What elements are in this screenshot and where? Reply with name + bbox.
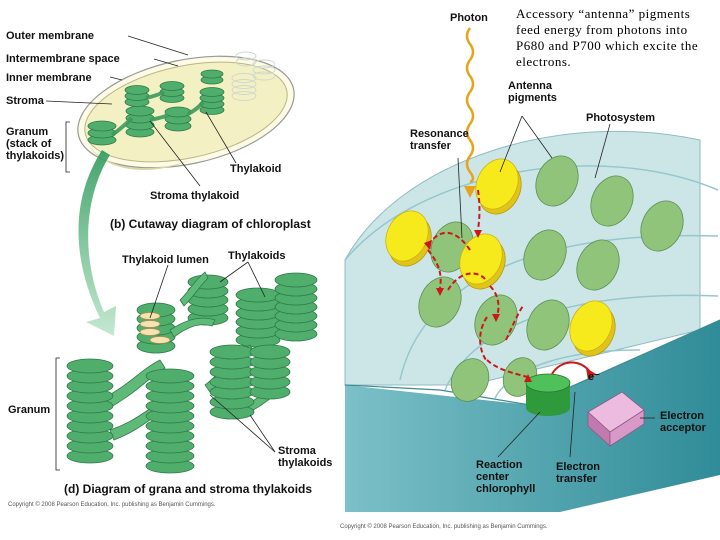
label-reaction-center-chlorophyll: Reaction center chlorophyll bbox=[476, 459, 536, 495]
caption-b-text: Cutaway diagram of chloroplast bbox=[128, 217, 311, 231]
label-resonance-transfer: Resonance transfer bbox=[410, 128, 469, 152]
caption-b-letter: (b) bbox=[110, 217, 126, 231]
label-outer-membrane: Outer membrane bbox=[6, 30, 95, 42]
reaction-center-icon bbox=[525, 373, 571, 416]
caption-b: (b) Cutaway diagram of chloroplast bbox=[110, 217, 311, 231]
pigment-disks bbox=[385, 155, 684, 402]
label-stroma-thylakoid: Stroma thylakoid bbox=[150, 190, 240, 202]
label-electron: e⁻ bbox=[588, 371, 600, 383]
granum-stack-3 bbox=[124, 85, 150, 107]
label-thylakoids: Thylakoids bbox=[228, 250, 286, 262]
caption-d: (d) Diagram of grana and stroma thylakoi… bbox=[64, 482, 312, 496]
granum-stack-6 bbox=[199, 87, 225, 115]
caption-d-letter: (d) bbox=[64, 482, 80, 496]
label-photosystem: Photosystem bbox=[586, 112, 656, 124]
annotation-note: Accessory “antenna” pigments feed energy… bbox=[516, 6, 699, 69]
granum-stack-2 bbox=[125, 105, 155, 138]
label-granum-stack: Granum (stack of thylakoids) bbox=[6, 126, 65, 162]
label-inner-membrane: Inner membrane bbox=[6, 72, 92, 84]
caption-d-text: Diagram of grana and stroma thylakoids bbox=[82, 482, 313, 496]
label-electron-transfer: Electron transfer bbox=[556, 461, 601, 485]
back-stacks bbox=[136, 272, 318, 354]
cutaway-lumen bbox=[139, 312, 171, 344]
granum-stack-7 bbox=[200, 69, 224, 85]
label-intermembrane-space: Intermembrane space bbox=[6, 53, 120, 65]
label-antenna-pigments: Antenna pigments bbox=[508, 80, 557, 104]
label-thylakoid: Thylakoid bbox=[230, 163, 282, 175]
electron-acceptor-icon bbox=[587, 391, 645, 447]
granum-stack-4 bbox=[164, 106, 192, 132]
label-thylakoid-lumen: Thylakoid lumen bbox=[122, 254, 209, 266]
copyright-right: Copyright © 2008 Pearson Education, Inc.… bbox=[340, 524, 548, 530]
copyright-left: Copyright © 2008 Pearson Education, Inc.… bbox=[8, 502, 216, 508]
label-granum: Granum bbox=[8, 404, 51, 416]
label-stroma: Stroma bbox=[6, 95, 44, 107]
front-stacks bbox=[66, 344, 291, 474]
label-photon: Photon bbox=[450, 12, 488, 24]
granum-stack-5 bbox=[159, 81, 185, 103]
label-stroma-thylakoids: Stroma thylakoids bbox=[278, 445, 333, 469]
label-electron-acceptor: Electron acceptor bbox=[660, 410, 706, 434]
grana-illustration bbox=[55, 261, 318, 474]
photosystem-illustration bbox=[344, 27, 720, 512]
photon-icon bbox=[465, 27, 475, 184]
chloroplast-illustration bbox=[45, 35, 295, 336]
